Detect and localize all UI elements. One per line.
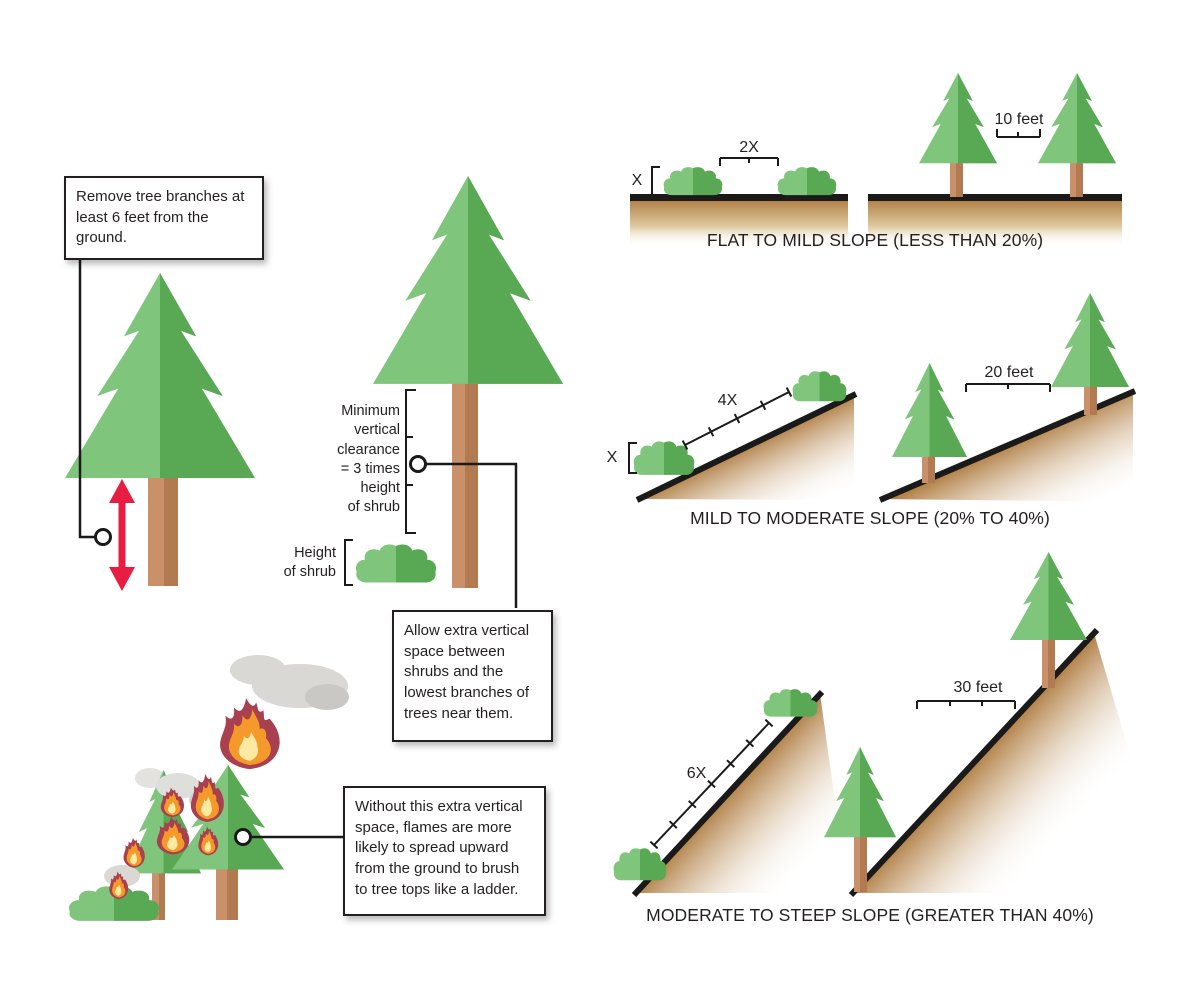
callout2-connector	[409, 455, 518, 608]
mild-shrub-spacing-label: 4X	[717, 392, 738, 409]
flat-slope-caption: FLAT TO MILD SLOPE (LESS THAN 20%)	[706, 230, 1044, 250]
clearance-arrow	[109, 479, 135, 591]
burning-tree-large	[172, 765, 284, 920]
steep-shrub-spacing-label: 6X	[686, 765, 707, 782]
tree	[919, 73, 997, 197]
flame-icon	[220, 698, 280, 770]
tree	[1010, 552, 1087, 688]
burning-scene	[69, 655, 349, 921]
min-clearance-label: Minimum vertical clearance = 3 times hei…	[337, 403, 400, 516]
smoke	[104, 655, 349, 887]
flat-shrub-spacing-label: 2X	[739, 139, 759, 156]
shrub-height-bracket	[344, 539, 353, 586]
steep-slope-caption: MODERATE TO STEEP SLOPE (GREATER THAN 40…	[646, 905, 1094, 925]
tree	[1051, 293, 1129, 415]
clearance-shrub	[355, 544, 437, 583]
clearance-tree	[373, 176, 563, 588]
callout-remove-branches: Remove tree branches at least 6 feet fro…	[64, 176, 264, 261]
tree	[824, 747, 896, 892]
steep-tree-spacing-label: 30 feet	[953, 679, 1003, 696]
clearance-bracket	[405, 389, 416, 534]
measure-brackets	[649, 700, 1016, 850]
shrub-height-label: Height of shrub	[283, 545, 336, 581]
connector-dot-icon	[94, 528, 112, 546]
mild-tree-spacing-label: 20 feet	[984, 364, 1034, 381]
steep-slope-diagram	[613, 552, 1170, 898]
shrub	[792, 371, 847, 402]
mild-slope-diagram	[628, 293, 1137, 503]
mild-x-label: X	[606, 449, 618, 466]
callout1-connector	[78, 248, 112, 546]
shrub	[663, 167, 723, 196]
callout-allow-space: Allow extra vertical space between shrub…	[392, 610, 553, 742]
flat-x-label: X	[631, 172, 643, 189]
shrub	[613, 848, 667, 881]
mild-slope-caption: MILD TO MODERATE SLOPE (20% TO 40%)	[690, 508, 1050, 528]
measure-brackets	[628, 383, 1051, 474]
flat-slope-diagram	[630, 73, 1122, 247]
shrub	[763, 689, 818, 717]
tree	[892, 363, 967, 483]
left-tree	[65, 273, 256, 586]
connector-dot-icon	[409, 455, 427, 473]
callout-fire-ladder: Without this extra vertical space, flame…	[343, 786, 546, 916]
shrub	[777, 167, 837, 196]
tree	[1038, 73, 1116, 197]
flat-tree-spacing-label: 10 feet	[994, 111, 1044, 128]
measure-brackets	[651, 129, 1041, 198]
callout3-connector	[234, 828, 343, 846]
connector-dot-icon	[234, 828, 252, 846]
